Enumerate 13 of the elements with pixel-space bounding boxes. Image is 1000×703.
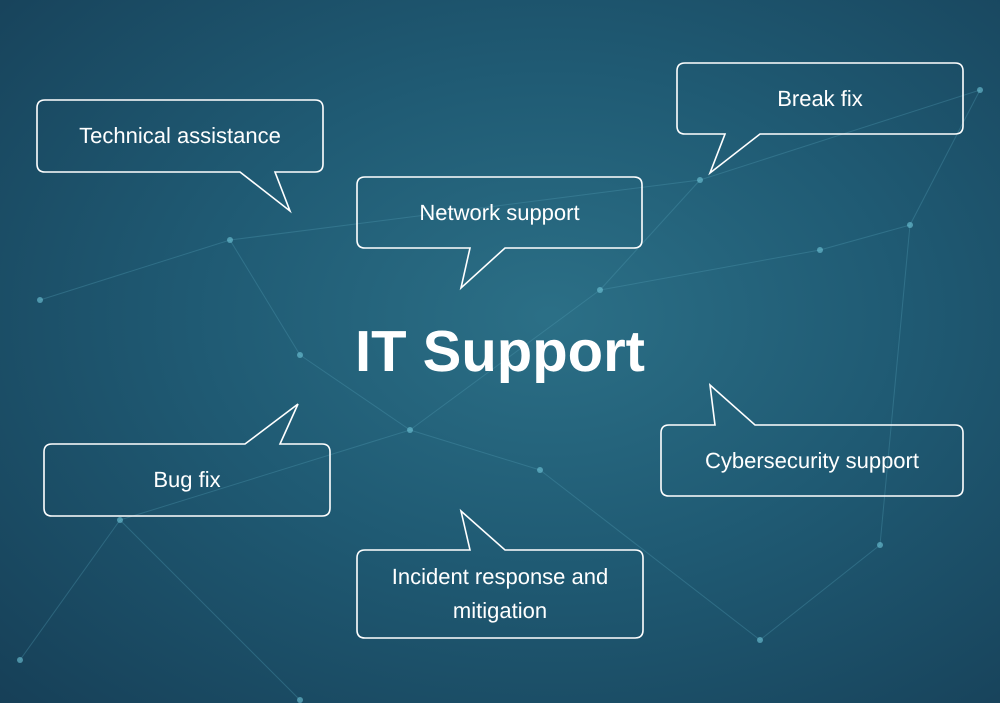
speech-bubble bbox=[37, 100, 323, 211]
speech-bubble bbox=[357, 177, 642, 288]
bubble-text: Network support bbox=[419, 198, 580, 227]
bubble-text: Technical assistance bbox=[79, 122, 281, 150]
speech-bubble bbox=[357, 511, 643, 638]
speech-bubble bbox=[677, 63, 963, 173]
bubble-text: Incident response and mitigation bbox=[390, 563, 610, 625]
bubble-text: Break fix bbox=[777, 84, 863, 112]
bubble-text: Bug fix bbox=[153, 466, 221, 494]
speech-bubble bbox=[661, 385, 963, 496]
diagram-title: IT Support bbox=[355, 319, 645, 384]
bubble-text: Cybersecurity support bbox=[705, 446, 919, 475]
speech-bubble bbox=[44, 404, 330, 516]
